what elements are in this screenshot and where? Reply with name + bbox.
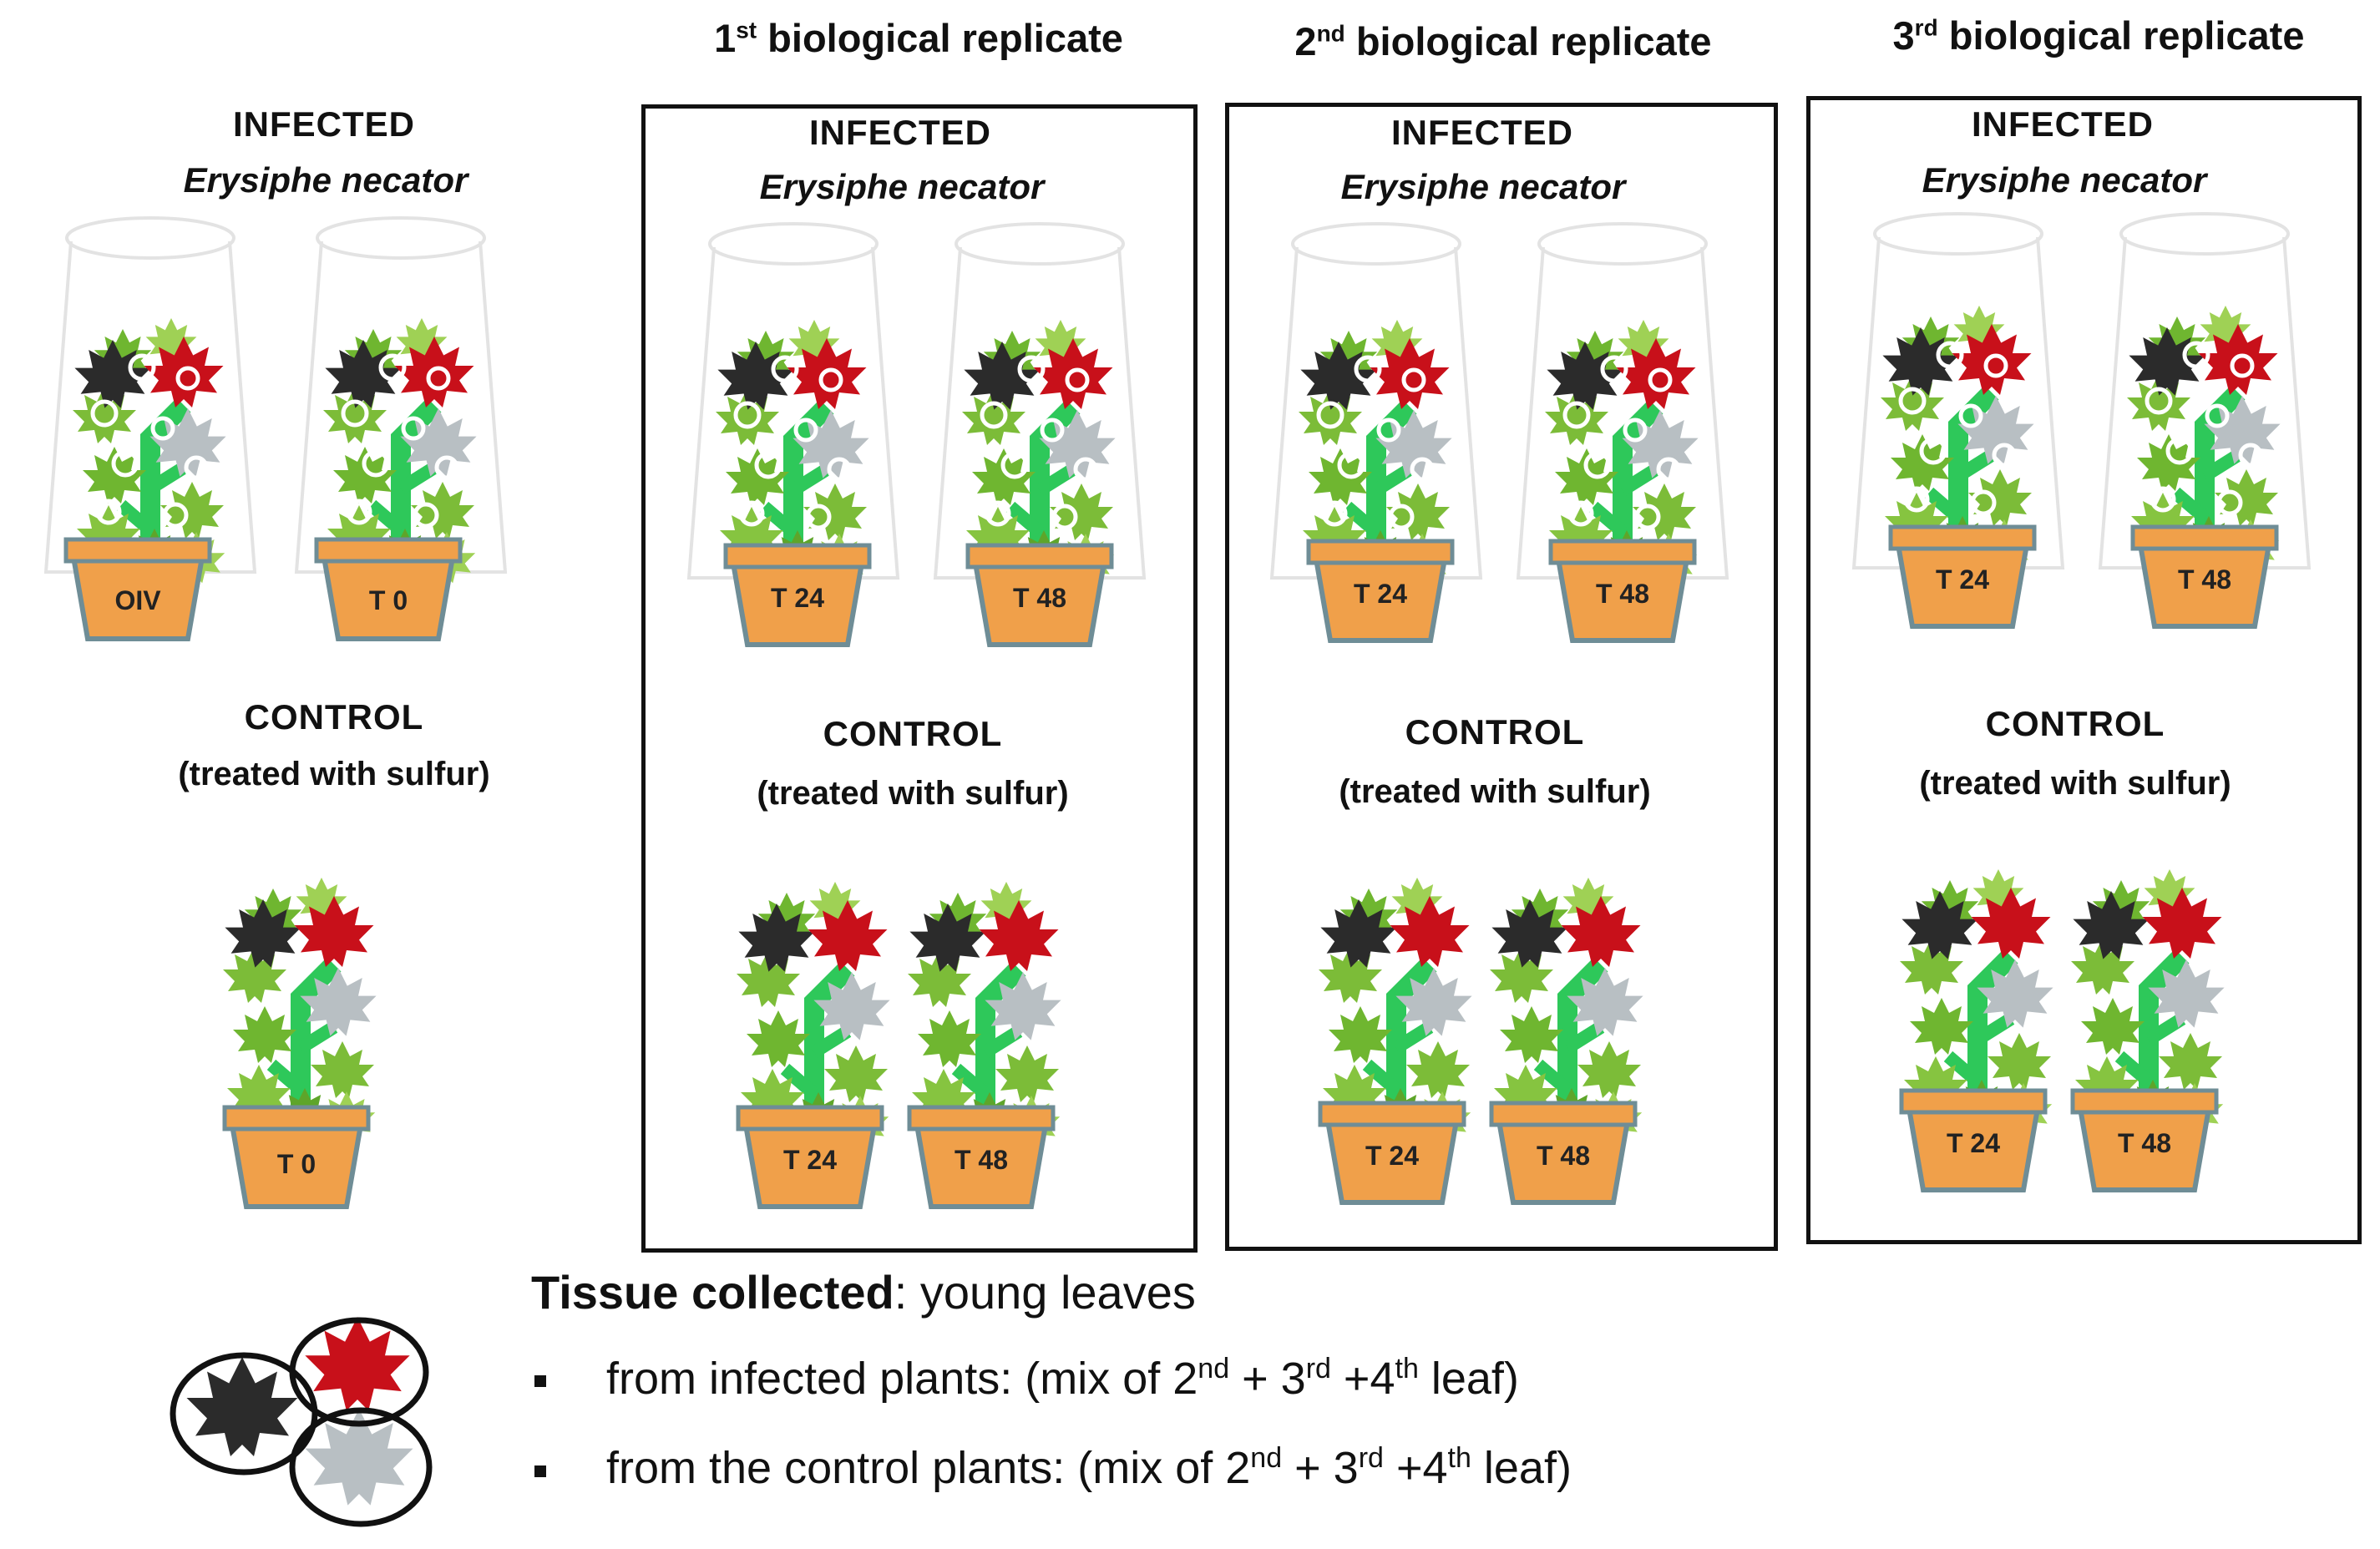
replicate-1-treated-label: (treated with sulfur) [757,775,1069,812]
pot-label-r1-ctl-t24: T 24 [783,1145,837,1175]
replicate-1-box [641,104,1198,1253]
pot-label-r2-inf-t24: T 24 [1354,579,1407,609]
replicate-2-box [1225,103,1778,1251]
legend-item-control: from the control plants: (mix of 2nd + 3… [606,1442,1572,1493]
legend-item-infected: from infected plants: (mix of 2nd + 3rd … [606,1353,1519,1404]
replicate-3-box [1806,96,2362,1244]
replicate-3-title: 3rd biological replicate [1892,13,2305,58]
sampled-leaves-legend [170,1317,433,1527]
replicate-3-treated-label: (treated with sulfur) [1919,765,2231,802]
replicate-3-infected-label: INFECTED [1972,104,2154,144]
replicate-2-species-label: Erysiphe necator [1340,167,1626,206]
baseline-infected-label: INFECTED [233,104,415,144]
pot-label-t0: T 0 [369,585,408,615]
pot-label-r3-inf-t24: T 24 [1936,564,1989,595]
baseline-control-label: CONTROL [244,697,424,737]
pot-label-r3-ctl-t24: T 24 [1947,1128,2000,1158]
replicate-1-infected-plants: T 24 T 48 [687,222,1146,653]
replicate-2-infected-label: INFECTED [1391,113,1573,152]
pot-label-r2-inf-t48: T 48 [1596,579,1649,609]
pot-label-r1-ctl-t48: T 48 [955,1145,1008,1175]
replicate-2-control-label: CONTROL [1405,712,1585,752]
baseline-control-plant: T 0 [196,839,413,1215]
pot-label-oiv: OIV [114,585,161,615]
pot-label-r1-inf-t48: T 48 [1013,583,1066,613]
pot-label-r3-inf-t48: T 48 [2178,564,2231,595]
replicate-2-treated-label: (treated with sulfur) [1339,773,1651,810]
pot-label-r3-ctl-t48: T 48 [2118,1128,2171,1158]
replicate-1-species-label: Erysiphe necator [759,167,1045,206]
baseline-treated-label: (treated with sulfur) [178,756,490,792]
bullet-icon [534,1465,546,1477]
tissue-collected-heading: Tissue collected: young leaves [531,1266,1196,1319]
pot-label-r2-ctl-t48: T 48 [1537,1141,1590,1171]
pot-label-control-t0: T 0 [277,1149,316,1179]
bullet-icon [534,1375,546,1387]
black-leaf-icon [186,1357,298,1456]
replicate-2-infected-plants: T 24 T 48 [1270,222,1729,653]
replicate-2-control-plants: T 24 T 48 [1300,839,1718,1215]
replicate-3-infected-plants: T 24 T 48 [1852,212,2311,643]
replicate-1-title: 1st biological replicate [714,16,1123,60]
replicate-3-control-label: CONTROL [1985,704,2165,743]
replicate-2-title: 2nd biological replicate [1294,19,1712,63]
pot-label-r1-inf-t24: T 24 [771,583,824,613]
replicate-1-control-plants: T 24 T 48 [718,843,1136,1219]
replicate-3-control-plants: T 24 T 48 [1881,831,2299,1207]
replicate-1-infected-label: INFECTED [809,113,991,152]
replicate-1-control-label: CONTROL [823,714,1003,753]
baseline-infected-plants: OIV T 0 [44,216,507,656]
baseline-species-label: Erysiphe necator [183,160,468,200]
replicate-3-species-label: Erysiphe necator [1922,160,2207,200]
pot-label-r2-ctl-t24: T 24 [1365,1141,1419,1171]
